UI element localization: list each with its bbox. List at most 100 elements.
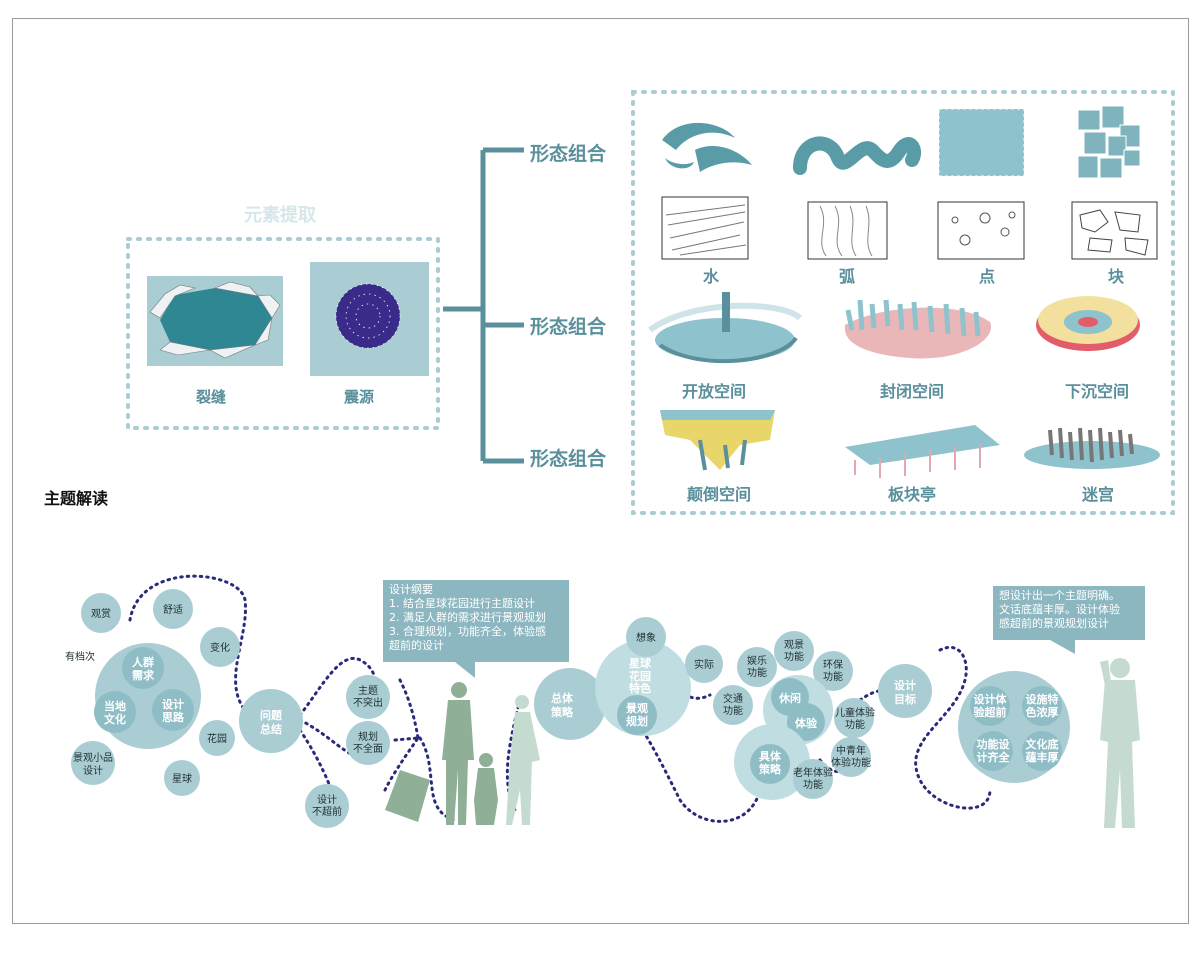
form-label-block: 块	[1108, 267, 1125, 286]
bubble-plan-incomplete	[346, 721, 390, 765]
bubble-g4-label-2: 蕴丰厚	[1026, 750, 1059, 764]
bubble-elder-label-1: 老年体验	[793, 766, 833, 779]
bubble-youth-label-2: 体验功能	[831, 756, 871, 769]
bubble-garden-label: 花园	[207, 732, 227, 745]
bubble-design-modest-label-2: 不超前	[312, 805, 342, 818]
open-space-model	[648, 292, 803, 364]
bubble-people-need-label-2: 需求	[132, 668, 155, 682]
bubble-design-idea-label-1: 设计	[162, 697, 184, 711]
bubble-elder	[793, 759, 833, 799]
bubble-goal-label-1: 设计	[894, 678, 916, 692]
inverted-space-model	[660, 410, 775, 471]
bubble-g3	[973, 731, 1013, 771]
bubble-small-design	[71, 741, 115, 785]
bubble-small-design-label-2: 设计	[83, 764, 103, 777]
design-outline-note: 设计纲要 1. 结合星球花园进行主题设计 2. 满足人群的需求进行景观规划 3.…	[383, 580, 569, 662]
bubble-garden	[199, 720, 235, 756]
bubble-plan-incomplete-label-2: 不全面	[353, 742, 383, 755]
bubble-eco	[813, 651, 853, 691]
branch-label-2: 形态组合	[530, 315, 607, 338]
epicenter-image	[310, 262, 429, 376]
form-label-pavilion: 板块亭	[888, 485, 936, 504]
aim-note-pointer	[1050, 640, 1075, 654]
bubble-planet-garden-label-3: 特色	[629, 681, 651, 695]
forms-box	[631, 90, 1175, 515]
bubble-design-modest-label-1: 设计	[317, 793, 337, 806]
bubble-g2-label-2: 色浓厚	[1026, 705, 1059, 719]
block-sketch	[1071, 201, 1158, 260]
bubble-g2	[1022, 686, 1062, 726]
bubble-local-culture-label-1: 当地	[104, 699, 126, 713]
branch-label-3: 形态组合	[530, 447, 607, 470]
bubble-scenic-label-2: 功能	[784, 650, 804, 663]
form-label-arc: 弧	[839, 267, 855, 286]
branch-label-1: 形态组合	[530, 142, 607, 165]
form-label-water: 水	[703, 267, 720, 286]
bubble-eco-label-2: 功能	[823, 670, 843, 683]
bubble-entertain	[737, 647, 777, 687]
aim-line-2: 文话底蕴丰厚。设计体验	[999, 603, 1120, 616]
bubble-view	[81, 593, 121, 633]
bubble-g1-label-2: 验超前	[974, 705, 1007, 719]
bubble-concrete	[750, 744, 790, 784]
bubble-landscape-label-1: 景观	[625, 702, 648, 715]
bubble-theme-weak-label-2: 不突出	[353, 696, 383, 709]
family-silhouette	[385, 682, 498, 825]
bubble-youth-label-1: 中青年	[836, 744, 866, 757]
outline-line-2: 1. 结合星球花园进行主题设计	[389, 597, 535, 610]
bubble-layered-label: 有档次	[65, 650, 95, 663]
bubble-eco-label-1: 环保	[823, 658, 843, 671]
bubble-g3-label-1: 功能设	[977, 737, 1011, 751]
maze-model	[1024, 427, 1160, 469]
arc-shape	[793, 136, 922, 175]
bubble-youth	[831, 737, 871, 777]
bubble-elder-label-2: 功能	[803, 778, 823, 791]
bubble-problem-label-1: 问题	[260, 708, 283, 722]
bubble-goal	[878, 664, 932, 718]
form-label-closed: 封闭空间	[880, 382, 944, 401]
form-label-dot: 点	[979, 267, 995, 286]
bubble-overall-strategy	[534, 668, 606, 740]
extract-label-crack: 裂缝	[195, 388, 226, 406]
bubble-plan-incomplete-label-1: 规划	[358, 730, 378, 743]
form-label-open: 开放空间	[682, 382, 746, 401]
bubble-concrete-label-2: 策略	[758, 762, 782, 776]
bubble-traffic	[713, 685, 753, 725]
crack-image	[147, 276, 283, 366]
block-shape	[1077, 105, 1141, 179]
aim-line-3: 感超前的景观规划设计	[999, 617, 1109, 630]
dot-sketch	[937, 201, 1025, 260]
water-sketch	[661, 196, 749, 260]
bubble-small-design-label-1: 景观小品	[73, 752, 113, 764]
bubble-people-need	[122, 647, 164, 689]
bubble-local-culture	[94, 691, 136, 733]
bubble-traffic-label-1: 交通	[723, 692, 743, 705]
bubble-traffic-label-2: 功能	[723, 704, 743, 717]
bubble-planet-garden-label-2: 花园	[629, 669, 651, 683]
outline-line-3: 2. 满足人群的需求进行景观规划	[389, 611, 546, 624]
bubble-people-need-label-1: 人群	[132, 655, 154, 669]
extract-box	[126, 237, 440, 430]
bubble-comfort	[153, 589, 193, 629]
bubble-g1-label-1: 设计体	[974, 692, 1008, 706]
water-shape	[662, 122, 752, 172]
bubble-g1	[970, 686, 1010, 726]
bubble-change	[200, 627, 240, 667]
bubble-reality	[685, 645, 723, 683]
bubble-overall-label-2: 策略	[550, 705, 574, 719]
bubble-experience-label: 体验	[795, 716, 818, 730]
bubble-g2-label-1: 设施特	[1026, 692, 1059, 706]
bubble-leisure-label: 休闲	[778, 691, 801, 705]
aim-line-1: 想设计出一个主题明确。	[999, 589, 1120, 602]
closed-space-model	[844, 299, 992, 359]
bubble-g3-label-2: 计齐全	[977, 750, 1011, 764]
bubble-scenic	[774, 631, 814, 671]
bubble-imagine-label: 想象	[636, 631, 656, 644]
bubble-concrete-label-1: 具体	[759, 749, 782, 763]
bubble-comfort-label: 舒适	[163, 603, 183, 616]
bubble-g4-label-1: 文化底	[1026, 737, 1059, 751]
bubble-view-label: 观赏	[91, 608, 111, 620]
pavilion-model	[845, 425, 1000, 478]
page-frame	[12, 18, 1189, 924]
bubble-imagine	[626, 617, 666, 657]
